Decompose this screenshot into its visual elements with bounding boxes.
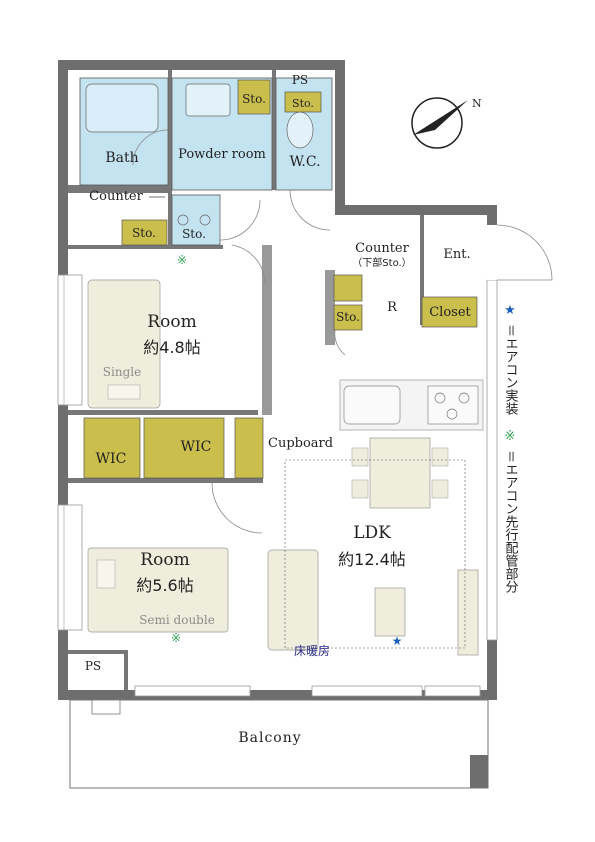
sto-entry-label: Sto. — [336, 310, 360, 324]
floor-heating-area — [284, 459, 466, 649]
legend: ★ ＝エアコン実装 ※ ＝エアコン先行配管部分 — [503, 303, 519, 594]
powder-room-label: Powder room — [178, 147, 266, 162]
single-bed-icon — [87, 279, 161, 409]
ps-top-label: PS — [292, 73, 308, 87]
washer-area — [171, 194, 221, 246]
sto-left-label: Sto. — [132, 226, 156, 240]
storage-areas — [83, 79, 478, 479]
door-room2 — [211, 482, 263, 534]
floor-heating-label: 床暖房 — [294, 643, 330, 658]
coffee-table-icon — [374, 587, 406, 637]
cupboard-label: Cupboard — [268, 436, 333, 451]
legend-star-icon: ★ — [504, 303, 516, 318]
dining-table-icon — [369, 437, 431, 509]
window-left-upper — [57, 274, 83, 406]
sto-powder-label: Sto. — [242, 92, 266, 106]
bathtub-icon — [85, 83, 159, 133]
ps-bottom-label: PS — [85, 659, 101, 673]
sto-powder-box — [237, 79, 271, 115]
room2-name: Room — [140, 550, 189, 570]
wic2-label: WIC — [181, 439, 212, 455]
window-bottom-room — [134, 685, 251, 697]
compass: N — [411, 97, 482, 149]
door-room1 — [231, 244, 266, 286]
closet-box — [421, 296, 478, 328]
ac-pipe-marker-room1: ※ — [177, 253, 187, 267]
sto-left-box — [121, 219, 168, 246]
legend-star-text: ＝エアコン実装 — [503, 324, 519, 415]
wic1-box — [83, 417, 141, 479]
walls — [57, 60, 499, 700]
room1-size: 約4.8帖 — [143, 338, 200, 357]
window-left-lower — [57, 504, 83, 631]
semi-double-bed-label: Semi double — [139, 613, 215, 627]
wic1-label: WIC — [96, 451, 127, 467]
semi-double-bed-icon — [87, 547, 229, 633]
stove-icon — [427, 385, 479, 425]
sto-entry-box — [333, 304, 363, 331]
counter-entry-box — [333, 274, 363, 302]
counter-entry-sublabel: （下部Sto.） — [352, 256, 411, 269]
wc-label: W.C. — [289, 154, 320, 170]
furniture — [87, 279, 484, 656]
window-bottom-ldk-1 — [311, 685, 423, 697]
balcony-outline — [69, 699, 489, 789]
compass-ring — [411, 97, 463, 149]
door-bath — [132, 129, 169, 166]
door-storage — [334, 329, 346, 356]
window-right — [486, 279, 498, 641]
legend-kome-text: ＝エアコン先行配管部分 — [503, 450, 519, 594]
closet-label: Closet — [429, 305, 471, 320]
ac-installed-marker-ldk: ★ — [392, 634, 403, 648]
washer-icon — [177, 214, 189, 226]
door-wc — [289, 189, 331, 231]
balcony — [69, 699, 489, 789]
doors — [132, 129, 553, 534]
entrance-opening — [487, 225, 499, 280]
sto-wc-label: Sto. — [292, 97, 314, 110]
room2-size: 約5.6帖 — [136, 576, 193, 595]
door-powder — [219, 199, 261, 241]
single-bed-label: Single — [103, 365, 141, 379]
markers: ※ ※ ★ — [171, 253, 402, 648]
legend-kome-icon: ※ — [505, 429, 516, 444]
sink-icon — [343, 385, 401, 425]
window-bottom-ldk-2 — [424, 685, 481, 697]
interior-wall — [68, 185, 168, 193]
compass-north-label: N — [472, 97, 482, 110]
ac-pipe-marker-room2: ※ — [171, 631, 181, 645]
ldk-name: LDK — [353, 523, 391, 543]
balcony-label: Balcony — [238, 730, 301, 746]
washbasin-icon — [185, 83, 231, 117]
sto-wc-box — [284, 91, 322, 113]
compass-arrow-icon — [413, 100, 468, 135]
toilet-icon — [286, 111, 314, 149]
counter-entry-label: Counter — [355, 241, 409, 256]
wet-areas — [79, 77, 333, 246]
cupboard-box — [234, 417, 264, 479]
tv-stand-icon — [457, 569, 479, 656]
room1-name: Room — [147, 312, 196, 332]
labels: PS Sto. Sto. Bath Powder room W.C. Count… — [85, 73, 472, 746]
sto-under-label: Sto. — [182, 227, 206, 241]
counter-wash-label: Counter — [89, 189, 143, 204]
sofa-icon — [267, 549, 319, 651]
ldk-size: 約12.4帖 — [338, 550, 406, 569]
door-entrance — [496, 224, 553, 281]
ent-label: Ent. — [443, 247, 470, 262]
wic2-box — [143, 417, 225, 479]
r-label: R — [387, 300, 398, 315]
bath-label: Bath — [105, 150, 138, 166]
